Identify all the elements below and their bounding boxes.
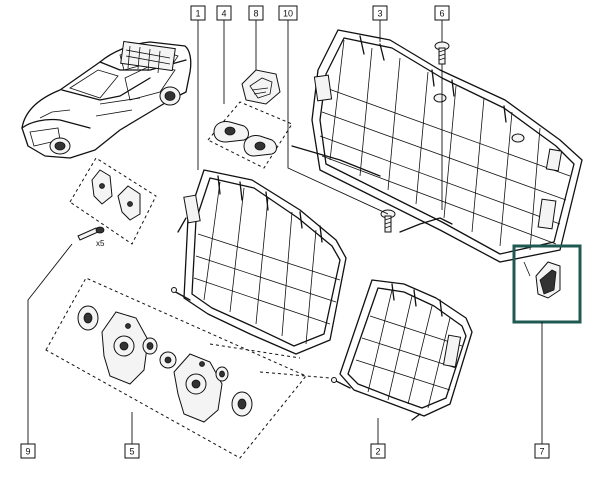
callout-5-label: 5 bbox=[129, 447, 134, 457]
part-9-group bbox=[69, 157, 157, 245]
callout-1: 1 bbox=[190, 5, 206, 21]
callout-4-label: 4 bbox=[221, 9, 226, 19]
callout-1-label: 1 bbox=[195, 9, 200, 19]
part-4-group bbox=[207, 101, 293, 169]
callout-3: 3 bbox=[372, 5, 388, 21]
part-2-seat-back-frame bbox=[331, 279, 473, 421]
part-1-seat-back-frame bbox=[171, 169, 347, 355]
callout-10-label: 10 bbox=[283, 9, 293, 19]
callout-2-label: 2 bbox=[375, 447, 380, 457]
callout-5: 5 bbox=[124, 443, 140, 459]
part-9-bracket-a bbox=[91, 169, 113, 205]
callout-8-label: 8 bbox=[253, 9, 258, 19]
callout-7-label: 7 bbox=[539, 447, 544, 457]
part-3-seat-back-frame bbox=[291, 29, 583, 263]
callout-9-label: 9 bbox=[25, 447, 30, 457]
part-5-bracket-a bbox=[101, 311, 149, 385]
part-9-rivet bbox=[77, 226, 105, 241]
callout-3-label: 3 bbox=[377, 9, 382, 19]
callout-7: 7 bbox=[534, 443, 550, 459]
part-5-washer-a bbox=[77, 305, 99, 331]
part-5-group bbox=[45, 277, 331, 459]
car-illustration bbox=[21, 40, 192, 159]
part-5-bolt-b bbox=[215, 366, 229, 382]
callout-6-label: 6 bbox=[439, 9, 444, 19]
part-5-washer-b bbox=[159, 351, 177, 369]
part-10-screw bbox=[380, 209, 396, 233]
callout-4: 4 bbox=[216, 5, 232, 21]
leader-lines bbox=[27, 20, 543, 444]
callout-2: 2 bbox=[370, 443, 386, 459]
callout-6: 6 bbox=[434, 5, 450, 21]
part-9-bracket-b bbox=[117, 185, 141, 221]
callout-10: 10 bbox=[278, 5, 298, 21]
part-4-clip-b bbox=[243, 135, 277, 157]
quantity-note: x5 bbox=[96, 239, 105, 248]
part-5-washer-c bbox=[231, 391, 253, 417]
callout-9: 9 bbox=[20, 443, 36, 459]
part-7-clip bbox=[523, 261, 561, 299]
part-8-cover bbox=[241, 69, 281, 105]
part-4-clip-a bbox=[213, 121, 249, 143]
part-7-highlight bbox=[512, 244, 582, 324]
part-5-bolt-a bbox=[142, 337, 158, 355]
part-5-bracket-b bbox=[173, 353, 223, 423]
callout-8: 8 bbox=[248, 5, 264, 21]
part-7-highlight-box bbox=[512, 244, 582, 324]
part-6-bolt bbox=[434, 41, 450, 65]
